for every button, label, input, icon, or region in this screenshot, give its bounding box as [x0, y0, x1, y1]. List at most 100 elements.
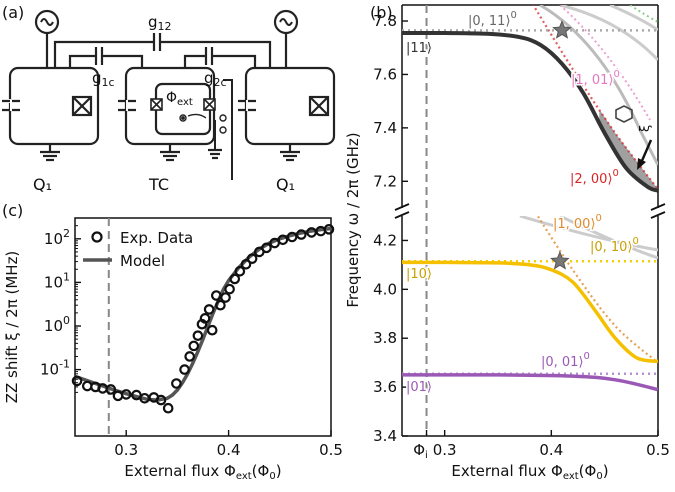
label-10: |10⟩ — [406, 267, 432, 282]
exp-data-point — [162, 402, 174, 414]
exp-data-point — [179, 364, 190, 375]
exp-data-point — [188, 340, 200, 352]
legend-data-marker — [91, 231, 103, 243]
exp-data-point — [206, 324, 218, 336]
c-xtick-label: 0.4 — [217, 441, 241, 459]
c-xtick-label: 0.5 — [319, 441, 343, 459]
exp-data-point — [234, 265, 246, 277]
coupler-loop — [124, 66, 216, 146]
series-10-line — [402, 260, 658, 364]
c-ytick-label: 10-1 — [40, 358, 70, 379]
label-011: |0, 11⟩0 — [468, 10, 517, 29]
panel-c-label: (c) — [2, 201, 23, 220]
b-xtick-label: 0.4 — [539, 441, 563, 459]
b-upper-ytick-label: 7.8 — [373, 12, 397, 30]
exp-data-point — [171, 378, 182, 389]
series-11-line — [402, 30, 658, 193]
b-lower-ytick-label: 3.6 — [373, 378, 397, 396]
xi-arrow-icon — [639, 139, 653, 164]
panel-a-label: (a) — [2, 3, 24, 22]
label-11: |11⟩ — [406, 41, 432, 56]
c-ytick-label: 102 — [44, 227, 70, 248]
label-100: |1, 00⟩0 — [553, 213, 602, 232]
c-ytick-label: 100 — [44, 314, 70, 335]
axis-break-left-icon — [394, 203, 410, 219]
exp-data-point — [277, 234, 289, 246]
chart-c-xlabel: External flux Φext(Φ0) — [124, 462, 281, 482]
exp-data-point — [105, 384, 117, 395]
c-ytick-label: 101 — [44, 270, 70, 291]
b-lower-ytick-label: 3.4 — [373, 427, 397, 445]
chart-b-lower-y-ticks: 3.4 3.6 3.8 4.0 4.2 — [373, 231, 408, 445]
exp-data-point — [246, 253, 258, 264]
chart-c-frame — [74, 217, 332, 437]
panel-b-label: (b) — [370, 3, 393, 22]
tc-label: TC — [148, 175, 169, 194]
exp-data-point — [296, 229, 307, 240]
exp-data-point — [261, 242, 272, 254]
panel-a-circuit — [2, 9, 336, 180]
panel-a-labels: (a) g12 g1c g2c Φext Q₁ TC Q₁ — [2, 3, 295, 194]
legend-data-label: Exp. Data — [120, 229, 193, 247]
hexagon-marker-icon — [615, 105, 633, 123]
chart-b-ylabel: Frequency ω / 2π (GHz) — [344, 132, 362, 307]
b-upper-ytick-label: 7.6 — [373, 65, 397, 83]
label-01: |01⟩ — [406, 380, 432, 395]
crossing-star-upper-icon — [552, 20, 572, 39]
exp-data-point — [203, 304, 215, 315]
axis-break-right-icon — [650, 203, 666, 219]
series-01-line — [402, 373, 658, 392]
exp-data-point — [155, 394, 167, 406]
b-xtick-phi-i: Φi — [413, 441, 428, 461]
exp-data-point — [220, 292, 231, 303]
g12-label: g12 — [148, 13, 172, 33]
label-001: |0, 01⟩0 — [541, 351, 590, 370]
g1c-label: g1c — [92, 69, 115, 89]
zz-shift-region — [599, 109, 658, 191]
phi-ext-label: Φext — [166, 90, 193, 108]
b-lower-ytick-label: 4.2 — [373, 231, 397, 249]
q1-right-label: Q₁ — [276, 175, 295, 194]
chart-c-data-points — [71, 224, 335, 414]
exp-data-point — [120, 389, 132, 400]
exp-data-point — [211, 290, 222, 301]
squid-loop — [154, 82, 212, 136]
xi-label: ξ — [638, 125, 653, 132]
chart-c-ylabel: ZZ shift ξ / 2π (MHz) — [3, 251, 21, 404]
b-upper-ytick-label: 7.4 — [373, 119, 397, 137]
label-101: |1, 01⟩0 — [571, 69, 620, 88]
exp-data-point — [286, 231, 298, 243]
exp-data-point — [240, 259, 252, 270]
exp-data-point — [323, 224, 335, 235]
b-xtick-label: 0.3 — [433, 441, 457, 459]
exp-data-point — [224, 283, 235, 295]
chart-c-x-ticks: 0.3 0.4 0.5 — [114, 430, 343, 459]
chart-c-y-ticks: 10-1 100 101 102 — [40, 225, 81, 393]
chart-b-x-ticks: 0.3 0.4 0.5 Φi — [413, 430, 670, 461]
q1-left-label: Q₁ — [33, 175, 52, 194]
label-200: |2, 00⟩0 — [570, 168, 619, 187]
b-xtick-label: 0.5 — [646, 441, 670, 459]
exp-data-point — [229, 273, 241, 285]
exp-data-point — [71, 375, 83, 387]
chart-b-upper-y-ticks: 7.2 7.4 7.6 7.8 — [373, 12, 408, 190]
crossing-star-lower-icon — [550, 250, 570, 270]
c-xtick-label: 0.3 — [114, 441, 138, 459]
series-100-line — [536, 216, 658, 364]
exp-data-point — [81, 380, 93, 392]
label-010: |0, 10⟩0 — [590, 236, 639, 255]
b-upper-ytick-label: 7.2 — [373, 172, 397, 190]
chart-b: 7.2 7.4 7.6 7.8 3.4 3.6 3.8 4.0 4.2 0.3 0.4 0.5 Φi — [344, 4, 670, 482]
legend-model-label: Model — [120, 252, 165, 270]
b-lower-ytick-label: 4.0 — [373, 280, 397, 298]
exp-data-point — [184, 351, 195, 362]
chart-b-xlabel: External flux Φext(Φ0) — [451, 462, 608, 482]
exp-data-point — [199, 313, 211, 324]
exp-data-point — [192, 330, 204, 341]
g2c-label: g2c — [204, 69, 227, 89]
exp-data-point — [215, 299, 226, 311]
b-lower-ytick-label: 3.8 — [373, 329, 397, 347]
chart-c-legend: Exp. Data Model — [83, 229, 193, 270]
